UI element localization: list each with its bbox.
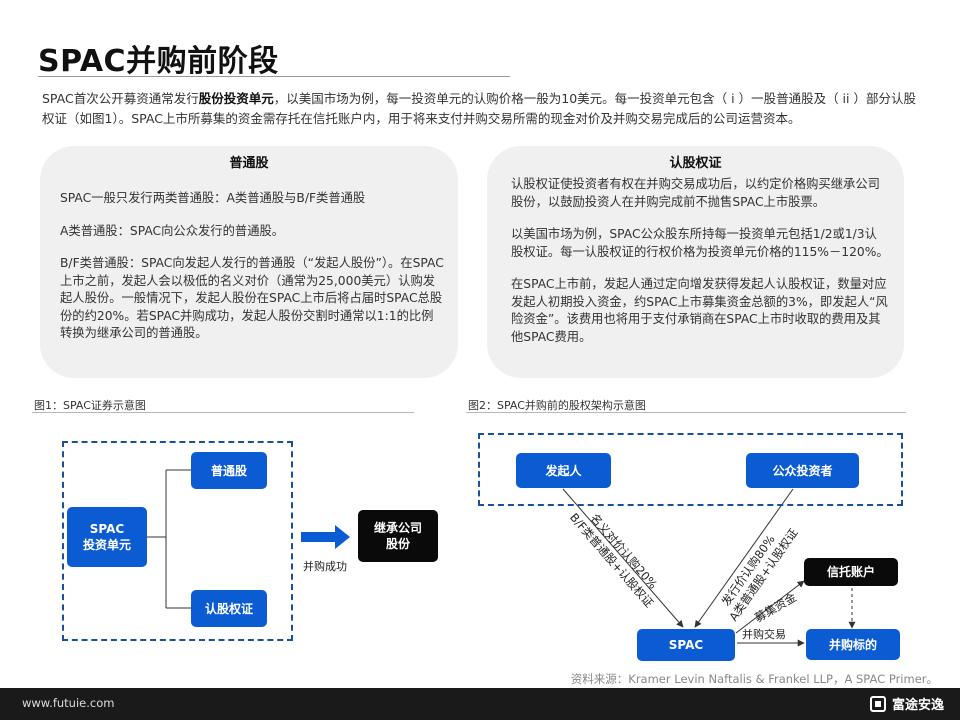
footer-bar: www.futuie.com 富途安逸: [0, 688, 960, 720]
source-note: 资料来源：Kramer Levin Naftalis & Frankel LLP…: [570, 672, 938, 686]
footer-brand-text: 富途安逸: [891, 698, 944, 713]
sponsor-to-spac-line: [562, 488, 684, 628]
title-divider: [38, 76, 510, 77]
spac-unit-line1: SPAC: [89, 522, 125, 536]
merger-target-node: 并购标的: [806, 629, 900, 660]
common-stock-paragraph-1: SPAC一般只发行两类普通股：A类普通股与B/F类普通股: [60, 191, 366, 205]
figure1-divider: [32, 412, 414, 413]
common-stock-card: 普通股 SPAC一般只发行两类普通股：A类普通股与B/F类普通股 A类普通股：S…: [40, 146, 458, 378]
common-stock-card-body: SPAC一般只发行两类普通股：A类普通股与B/F类普通股 A类普通股：SPAC向…: [60, 190, 444, 358]
figure1-caption: 图1：SPAC证券示意图: [34, 399, 146, 412]
warrant-paragraph-2: 以美国市场为例，SPAC公众股东所持每一投资单元包括1/2或1/3认股权证。每一…: [511, 227, 889, 259]
sponsor-node: 发起人: [516, 453, 611, 488]
spac-unit-node: SPAC 投资单元: [67, 507, 147, 567]
fig2-dashed-frame: [478, 433, 903, 506]
warrant-card: 认股权证 认股权证使投资者有权在并购交易成功后，以约定价格购买继承公司股份，以鼓…: [487, 146, 904, 378]
figure2-caption: 图2：SPAC并购前的股权架构示意图: [468, 399, 646, 412]
merger-success-arrow: [301, 525, 350, 549]
intro-text-1: SPAC首次公开募资通常发行: [42, 91, 199, 106]
page-title: SPAC并购前阶段: [38, 44, 279, 79]
warrant-card-body: 认股权证使投资者有权在并购交易成功后，以约定价格购买继承公司股份，以鼓励投资人在…: [511, 176, 889, 361]
brand-logo-icon: [869, 695, 886, 712]
warrant-paragraph-1: 认股权证使投资者有权在并购交易成功后，以约定价格购买继承公司股份，以鼓励投资人在…: [511, 177, 880, 209]
warrant-paragraph-3: 在SPAC上市前，发起人通过定向增发获得发起人认股权证，数量对应发起人初期投入资…: [511, 277, 888, 344]
public-to-spac-line: [694, 488, 794, 628]
intro-bold-text: 股份投资单元: [198, 91, 274, 106]
merger-deal-label: 并购交易: [742, 628, 786, 641]
spac-node: SPAC: [637, 629, 735, 661]
warrant-card-title: 认股权证: [669, 156, 722, 171]
fig1-dashed-frame: [62, 441, 293, 641]
successor-line2: 股份: [385, 537, 410, 551]
footer-url[interactable]: www.futuie.com: [22, 696, 115, 710]
figure2-divider: [466, 412, 906, 413]
common-stock-paragraph-3: B/F类普通股：SPAC向发起人发行的普通股（“发起人股份”）。在SPAC上市之…: [60, 256, 444, 340]
merger-success-label: 并购成功: [303, 560, 347, 573]
warrant-node: 认股权证: [191, 590, 267, 627]
intro-text-2: ，以美国市场为例，每一投资单元的认购价格一般为10美元。每一投资单元包含（ i …: [42, 91, 916, 126]
successor-line1: 继承公司: [373, 521, 422, 535]
public-investors-node: 公众投资者: [746, 453, 859, 488]
intro-paragraph: SPAC首次公开募资通常发行股份投资单元，以美国市场为例，每一投资单元的认购价格…: [42, 89, 922, 129]
spac-to-trust-line: [735, 580, 805, 634]
footer-brand: 富途安逸: [869, 694, 944, 713]
common-stock-card-title: 普通股: [229, 156, 269, 171]
spac-unit-line2: 投资单元: [82, 538, 131, 552]
common-stock-paragraph-2: A类普通股：SPAC向公众发行的普通股。: [60, 223, 285, 238]
common-stock-node: 普通股: [191, 452, 267, 489]
trust-account-node: 信托账户: [804, 558, 898, 586]
successor-shares-node: 继承公司 股份: [358, 510, 438, 562]
